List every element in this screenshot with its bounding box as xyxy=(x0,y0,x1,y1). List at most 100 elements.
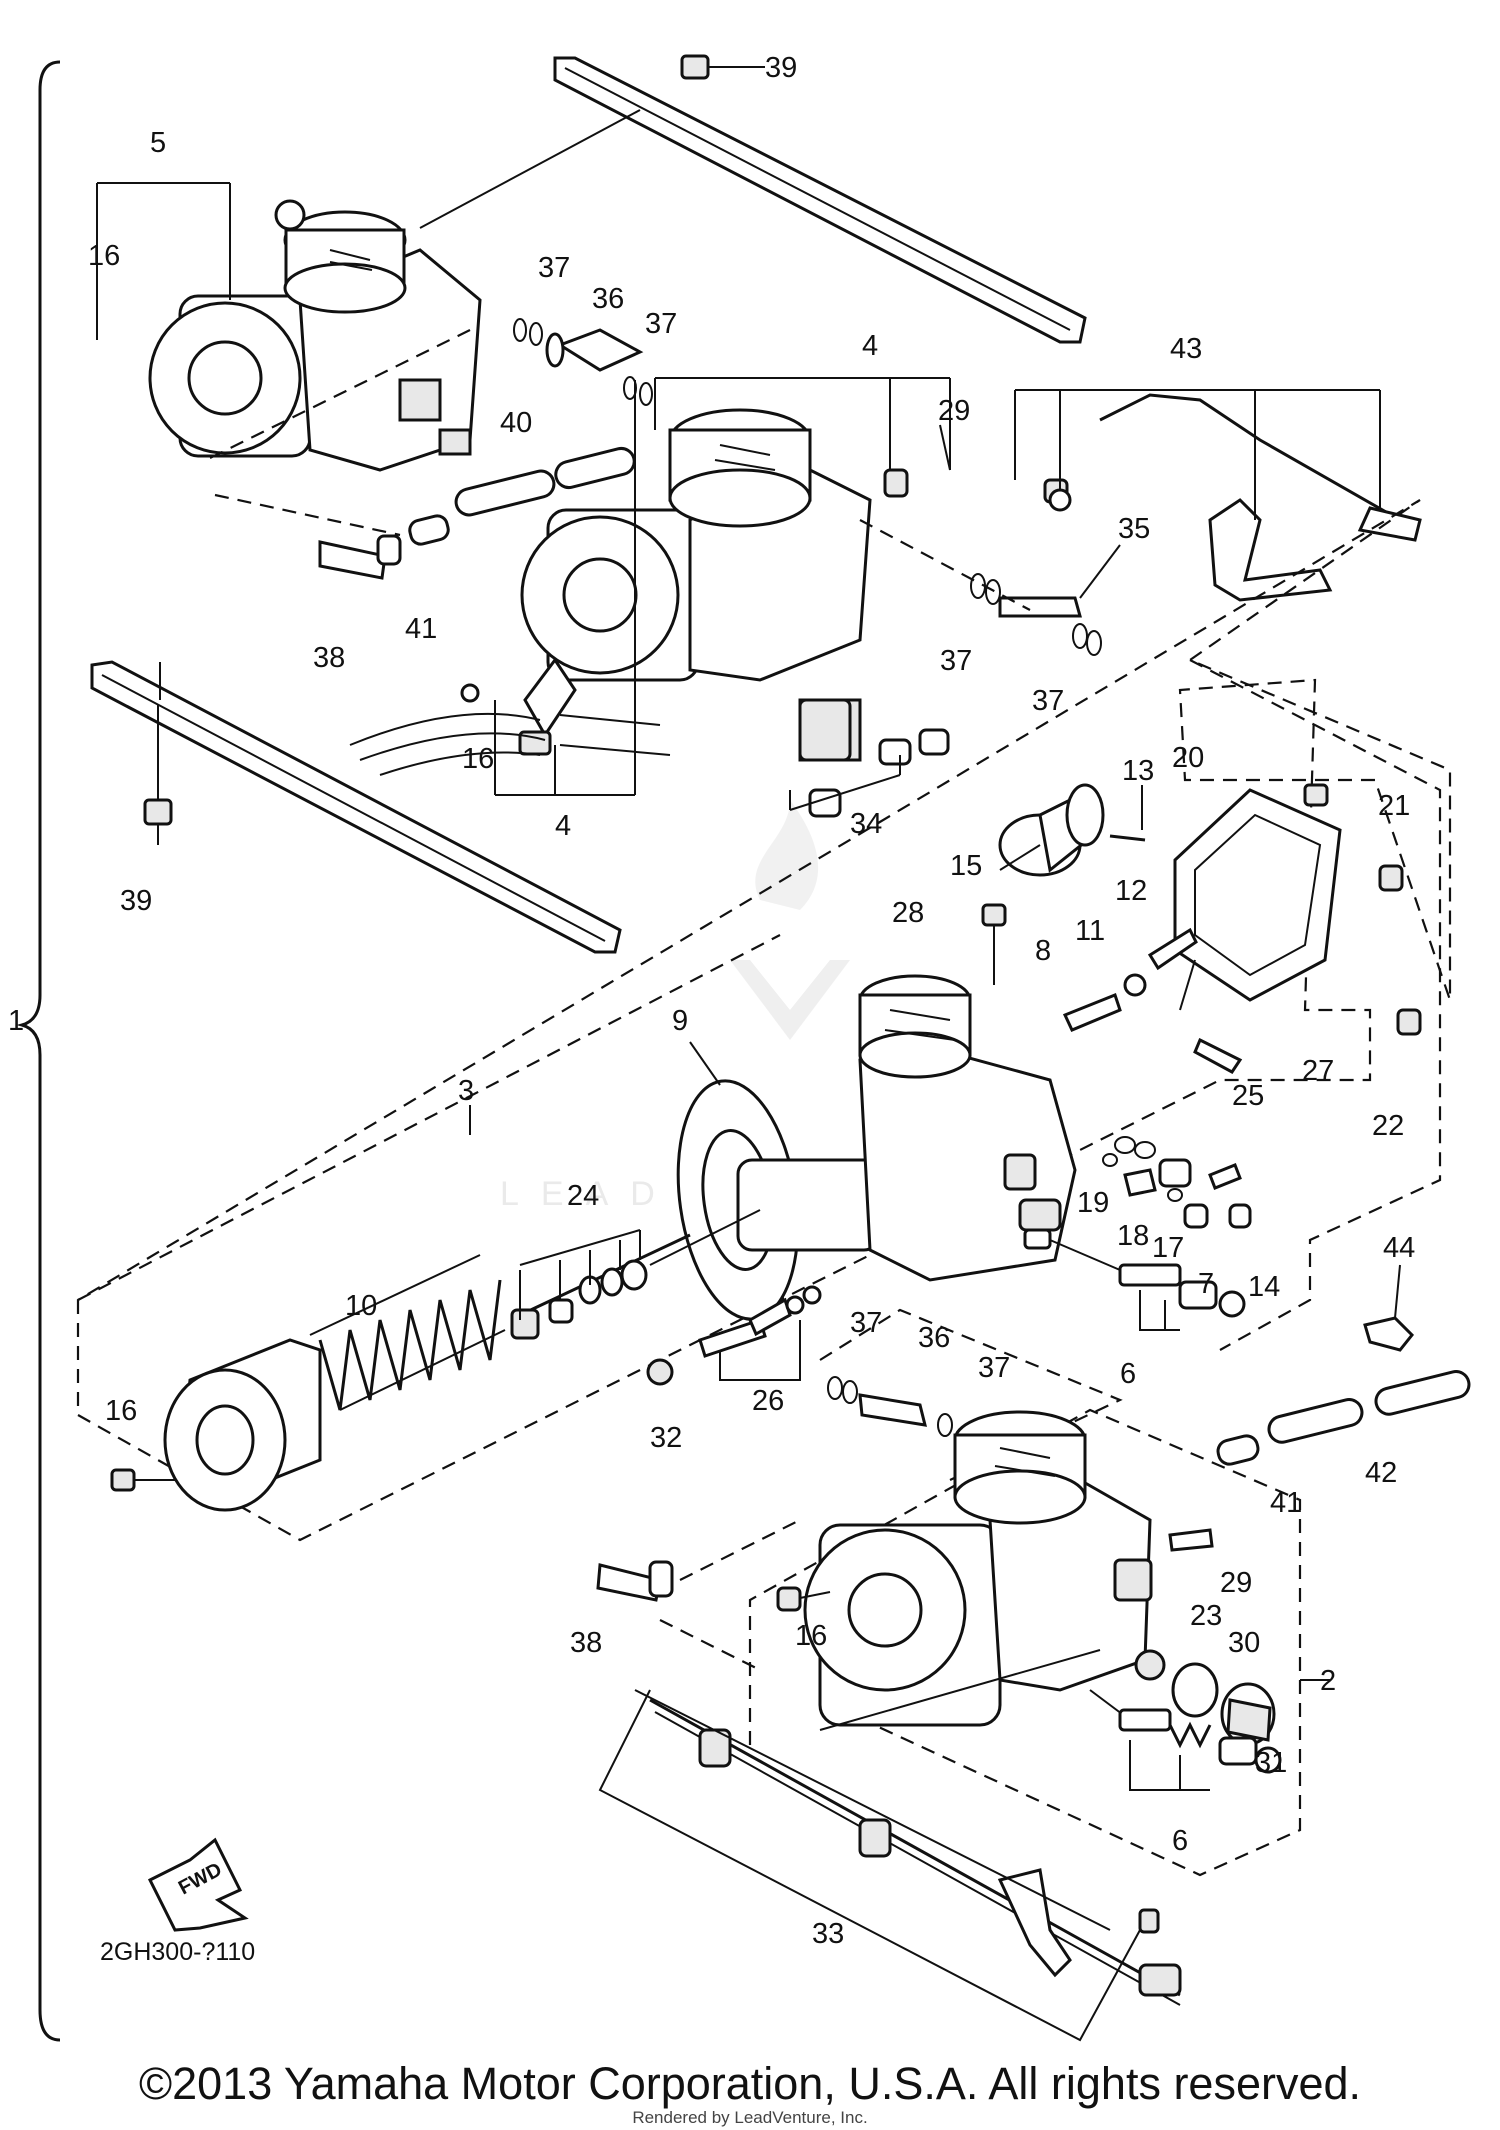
callout-38-top: 38 xyxy=(313,642,345,674)
callout-27: 27 xyxy=(1302,1055,1334,1087)
screw-29-lower xyxy=(1168,1528,1214,1552)
callout-22: 22 xyxy=(1372,1110,1404,1142)
callout-17: 17 xyxy=(1152,1232,1184,1264)
callout-37-c: 37 xyxy=(940,645,972,677)
callout-23: 23 xyxy=(1190,1600,1222,1632)
screw-28 xyxy=(981,903,1007,985)
needle-valve-12 xyxy=(1147,927,1198,971)
callout-15: 15 xyxy=(950,850,982,882)
callout-4-bottom: 4 xyxy=(555,810,571,842)
fwd-arrow: FWD xyxy=(147,1837,249,1932)
jet-set-25 xyxy=(1114,1136,1242,1190)
callout-24: 24 xyxy=(567,1180,599,1212)
callout-6-lower: 6 xyxy=(1172,1825,1188,1857)
callout-5: 5 xyxy=(150,127,166,159)
callout-36-top: 36 xyxy=(592,283,624,315)
assembly-3-outline xyxy=(77,659,1442,1351)
callout-40: 40 xyxy=(500,407,532,439)
leader-top-2 xyxy=(214,493,401,537)
callout-29-lower: 29 xyxy=(1220,1567,1252,1599)
hoses-40 xyxy=(454,446,636,517)
callout-12: 12 xyxy=(1115,875,1147,907)
needle-set-24 xyxy=(510,1229,691,1340)
callout-16-top: 16 xyxy=(88,240,120,272)
callout-33: 33 xyxy=(812,1918,844,1950)
throttle-link-4 xyxy=(349,657,671,776)
callout-29-top: 29 xyxy=(938,395,970,427)
callout-38-lower: 38 xyxy=(570,1627,602,1659)
callout-16-lower: 16 xyxy=(795,1620,827,1652)
callout-8: 8 xyxy=(1035,935,1051,967)
upper-mounting-bar xyxy=(553,56,1087,344)
callout-25: 25 xyxy=(1232,1080,1264,1112)
throttle-linkage-33 xyxy=(598,1689,1182,2042)
screw-16-lower xyxy=(776,1586,831,1612)
hose-41-top xyxy=(408,514,450,546)
diaphragm-9 xyxy=(649,1079,880,1321)
pilot-screw-35 xyxy=(970,573,1102,656)
throttle-stop-6-lower xyxy=(1089,1689,1282,1791)
callout-37-b: 37 xyxy=(645,308,677,340)
assembly-2-boundary xyxy=(748,1408,1302,1877)
callout-21: 21 xyxy=(1378,790,1410,822)
callout-4-top: 4 xyxy=(862,330,878,362)
callout-44: 44 xyxy=(1383,1232,1415,1264)
throttle-stop-6-mid xyxy=(1023,1228,1246,1331)
bracket-leaders xyxy=(96,182,1381,1731)
assembly-brace xyxy=(16,60,61,2042)
leader-top-5 xyxy=(419,109,641,229)
callout-9: 9 xyxy=(672,1005,688,1037)
callout-37-a: 37 xyxy=(538,252,570,284)
cap-23 xyxy=(1134,1649,1166,1681)
callout-32: 32 xyxy=(650,1422,682,1454)
callout-16-cover: 16 xyxy=(105,1395,137,1427)
callout-42: 42 xyxy=(1365,1457,1397,1489)
hose-41-lower xyxy=(1216,1434,1260,1466)
screw-39-top xyxy=(680,54,765,80)
callout-16-mid: 16 xyxy=(462,743,494,775)
float-bowl-20 xyxy=(1173,783,1422,1036)
callout-1: 1 xyxy=(8,1005,24,1037)
leader-top-1 xyxy=(209,329,471,459)
callout-20: 20 xyxy=(1172,742,1204,774)
callouts: 1 2 3 4 4 5 6 6 7 8 9 10 11 12 13 14 15 … xyxy=(8,52,1415,1950)
choke-rod-43 xyxy=(1043,393,1422,602)
callout-34: 34 xyxy=(850,808,882,840)
cap-31 xyxy=(1220,1682,1276,1746)
callout-26: 26 xyxy=(752,1385,784,1417)
carburetor-5 xyxy=(148,199,482,472)
callout-6-mid: 6 xyxy=(1120,1358,1136,1390)
carburetor-body-3 xyxy=(858,974,1077,1282)
screw-13 xyxy=(1109,834,1146,842)
callout-41-lower: 41 xyxy=(1270,1487,1302,1519)
callout-35: 35 xyxy=(1118,513,1150,545)
callout-13: 13 xyxy=(1122,755,1154,787)
cap-30 xyxy=(1171,1662,1219,1718)
screw-39-left xyxy=(143,705,173,845)
joint-pipe-36-top xyxy=(545,328,644,372)
t-joint-38-lower xyxy=(596,1519,801,1671)
callout-41-top: 41 xyxy=(405,613,437,645)
callout-19: 19 xyxy=(1077,1187,1109,1219)
callout-14: 14 xyxy=(1248,1271,1280,1303)
render-credit: Rendered by LeadVenture, Inc. xyxy=(632,2108,868,2127)
callout-7: 7 xyxy=(1198,1268,1214,1300)
callout-10: 10 xyxy=(345,1290,377,1322)
callout-39-left: 39 xyxy=(120,885,152,917)
callout-37-f: 37 xyxy=(978,1352,1010,1384)
lower-mounting-bar xyxy=(90,660,622,954)
callout-28: 28 xyxy=(892,897,924,929)
t-joint-38-top xyxy=(318,534,402,580)
float-valve-27 xyxy=(1193,1037,1243,1074)
air-vent-cap-15 xyxy=(998,783,1105,877)
callout-3: 3 xyxy=(458,1075,474,1107)
throttle-sensor-34 xyxy=(798,698,950,818)
joint-pipe-36-lower xyxy=(827,1376,953,1437)
callout-37-e: 37 xyxy=(850,1307,882,1339)
screws-26 xyxy=(698,1285,822,1381)
hoses-42 xyxy=(1267,1370,1471,1444)
callout-36-lower: 36 xyxy=(918,1322,950,1354)
washer-11 xyxy=(1123,973,1147,997)
diaphragm-cover-16 xyxy=(110,1338,322,1512)
